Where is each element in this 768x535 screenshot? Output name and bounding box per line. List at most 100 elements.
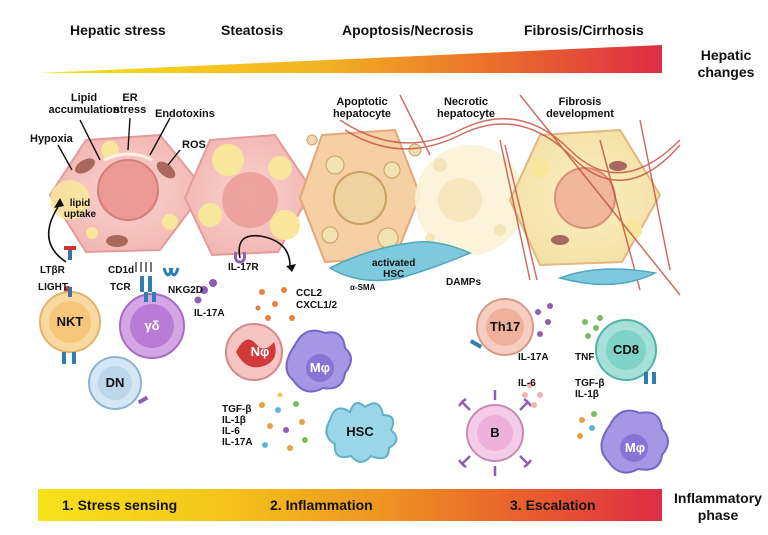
necrotic-line1: Necrotic	[443, 96, 489, 108]
apoptotic-hepatocyte	[298, 128, 422, 264]
hepatic-changes-line2: changes	[697, 64, 755, 80]
stage-steatosis: Steatosis	[221, 22, 284, 38]
activated-hsc-label: activated HSC	[372, 258, 415, 280]
er-stress-pointer	[127, 117, 131, 151]
ros-pointer	[167, 149, 181, 166]
lipid-uptake-label: lipid uptake	[62, 198, 98, 220]
tcr-label: TCR	[110, 282, 131, 293]
nkg2d-receptor	[162, 267, 180, 277]
nkt-label: NKT	[56, 314, 84, 329]
dn-label: DN	[105, 375, 125, 390]
ros-label: ROS	[182, 139, 206, 151]
stage-apoptosis-necrosis: Apoptosis/Necrosis	[342, 22, 474, 38]
endotoxins-pointer	[149, 117, 171, 156]
cytokine-il17a: IL-17A	[222, 437, 253, 448]
light-label: LIGHT	[38, 282, 68, 293]
b-label: B	[490, 425, 500, 440]
fibrosis-development-label: Fibrosis development	[540, 96, 620, 120]
ltbr-receptor	[64, 246, 76, 260]
mphi-label: Mφ	[309, 360, 331, 375]
phase-inflammation: 2. Inflammation	[270, 497, 373, 513]
tnf-label: TNF	[575, 352, 595, 363]
macrophage-cell	[285, 329, 352, 393]
mphi-late-label: Mφ	[624, 440, 646, 455]
fibrosis-development-line2: development	[546, 108, 614, 120]
cd1d-label: CD1d	[108, 265, 135, 276]
apoptotic-hepatocyte-label: Apoptotic hepatocyte	[322, 96, 402, 120]
inflammatory-phase-bar	[38, 489, 662, 521]
late-tgfb: TGF-β	[575, 378, 605, 389]
lipid-accumulation-pointer	[79, 119, 101, 161]
dn-t-cell	[88, 356, 149, 410]
hypoxia-pointer	[57, 144, 73, 171]
b-il6-label: IL-6	[518, 378, 536, 389]
il17a-dots	[194, 279, 217, 304]
lipid-uptake-line1: lipid	[69, 198, 91, 209]
phase-stress-sensing: 1. Stress sensing	[62, 497, 178, 513]
necrotic-hepatocyte-label: Necrotic hepatocyte	[426, 96, 506, 120]
hypoxia-label: Hypoxia	[30, 133, 73, 145]
inflammatory-phase-line2: phase	[697, 507, 739, 523]
th17-label: Th17	[489, 319, 521, 334]
phase-escalation: 3. Escalation	[510, 497, 596, 513]
th17-cell	[469, 298, 553, 356]
il17r-arrow	[238, 234, 291, 267]
inflammatory-phase-label: Inflammatory phase	[668, 490, 768, 524]
nphi-label: Nφ	[250, 344, 270, 359]
activated-hsc-line1: activated	[372, 258, 416, 269]
lipid-accumulation-line1: Lipid	[70, 92, 98, 104]
il17r-label: IL-17R	[228, 262, 259, 273]
lipid-uptake-line2: uptake	[63, 209, 97, 220]
er-stress-label: ER stress	[110, 92, 150, 116]
cytokine-dots-inflammation	[259, 392, 308, 451]
stage-hepatic-stress: Hepatic stress	[70, 22, 166, 38]
hepatic-changes-label: Hepatic changes	[686, 47, 766, 81]
inflammatory-phase-line1: Inflammatory	[674, 490, 762, 506]
hepatic-changes-line1: Hepatic	[700, 47, 752, 63]
fibrosis-development-line1: Fibrosis	[558, 96, 602, 108]
apoptotic-line2: hepatocyte	[332, 108, 392, 120]
tcr-receptor	[140, 276, 152, 292]
b-cell	[458, 382, 543, 476]
neutrophil-cell	[225, 323, 283, 381]
ccl2-label: CCL2	[296, 288, 323, 299]
late-il1b: IL-1β	[575, 389, 599, 400]
stressed-hepatocyte	[48, 133, 207, 254]
asma-label: α-SMA	[350, 283, 376, 292]
hsc-cell	[325, 402, 398, 463]
lipid-accumulation-label: Lipid accumulation	[44, 92, 124, 116]
il17a-label: IL-17A	[194, 308, 225, 319]
endotoxins-label: Endotoxins	[155, 108, 215, 120]
ltbr-label: LTβR	[40, 265, 65, 276]
fibrous-strands	[339, 94, 681, 296]
nkt-cell	[39, 287, 101, 364]
necrotic-line2: hepatocyte	[436, 108, 496, 120]
cd1d-molecule	[135, 262, 152, 272]
gd-t-cell	[119, 292, 185, 359]
hepatic-changes-wedge	[38, 45, 662, 73]
steatotic-hepatocyte	[183, 133, 314, 257]
apoptotic-line1: Apoptotic	[336, 96, 388, 108]
er-stress-line2: stress	[113, 104, 147, 116]
cxcl-label: CXCL1/2	[296, 300, 338, 311]
th17-il17a-label: IL-17A	[518, 352, 549, 363]
stage-fibrosis-cirrhosis: Fibrosis/Cirrhosis	[524, 22, 644, 38]
damps-label: DAMPs	[446, 277, 482, 288]
cd8-cell	[582, 315, 657, 384]
gd-label: γδ	[144, 318, 160, 333]
activated-hsc-line2: HSC	[383, 269, 405, 280]
lipid-uptake-arrow	[47, 206, 67, 263]
cytokine-list: TGF-β IL-1β IL-6 IL-17A	[222, 404, 253, 448]
late-cytokines: TGF-β IL-1β	[575, 378, 604, 400]
fibrotic-hepatocyte	[508, 128, 662, 267]
nkg2d-label: NKG2D	[168, 285, 204, 296]
macrophage-cell-late	[577, 409, 669, 474]
activated-hsc-shape	[328, 241, 658, 286]
cytokine-il1b: IL-1β	[222, 415, 246, 426]
il17r-receptor	[234, 251, 246, 264]
ccl2-dots	[255, 287, 295, 321]
necrotic-hepatocyte	[415, 145, 525, 255]
cd8-label: CD8	[612, 342, 639, 357]
cytokine-il6: IL-6	[222, 426, 240, 437]
